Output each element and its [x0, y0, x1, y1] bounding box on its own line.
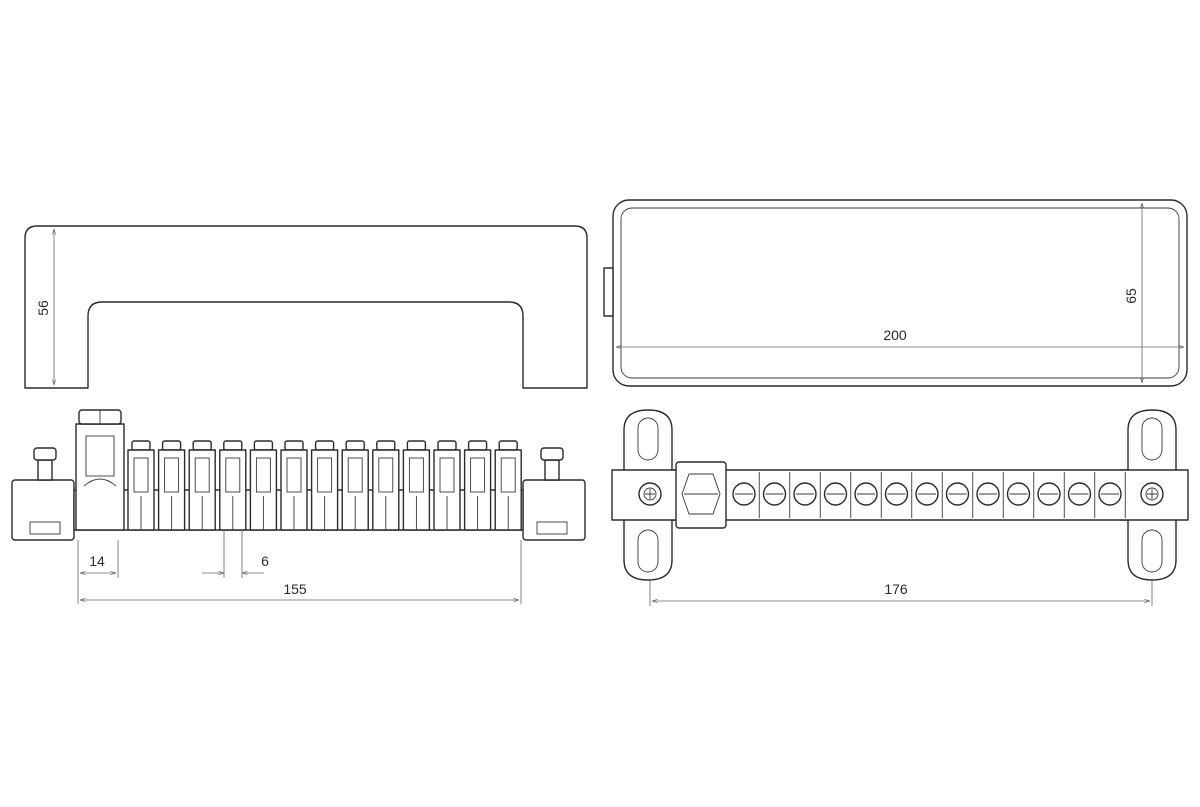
terminal-screw-head [131, 440, 151, 451]
top-terminal [945, 472, 974, 518]
cover-side-tab [603, 267, 614, 317]
cover-front-outline [24, 225, 588, 389]
left-mount-slot [29, 521, 61, 535]
cover-width-label: 65 [1123, 288, 1139, 304]
cover-height-label: 56 [35, 300, 51, 316]
top-terminal [1067, 472, 1096, 518]
right-foot-upper-slot [1141, 417, 1163, 461]
cover-length-label: 200 [883, 327, 907, 343]
main-clamp-frame [75, 423, 125, 531]
top-terminal [976, 472, 1004, 518]
top-terminal [884, 472, 913, 518]
terminal-window [317, 457, 333, 493]
front-terminal [188, 440, 216, 531]
bar-top-view: 176 [611, 409, 1189, 606]
right-foot-lower-slot [1141, 529, 1163, 573]
terminal-screw-head [498, 440, 518, 451]
left-phillips-cross [645, 489, 655, 499]
bar-length-label: 155 [283, 581, 307, 597]
terminal-screw-head [467, 440, 488, 451]
front-terminal [494, 440, 522, 531]
terminal-screw-head [192, 440, 212, 451]
cover-top-view: 200 65 [603, 199, 1188, 387]
front-terminal [341, 440, 369, 531]
top-terminal-group [732, 472, 1126, 518]
terminal-screw-head [161, 440, 182, 451]
terminal-window [408, 457, 424, 493]
right-phillips-cross [1147, 489, 1157, 499]
top-main-clamp [675, 461, 727, 529]
terminal-window [347, 457, 363, 493]
top-terminal [823, 472, 852, 518]
top-terminal [732, 472, 760, 518]
front-terminal [372, 440, 400, 531]
terminal-window [255, 457, 271, 493]
front-terminal [249, 440, 278, 531]
front-terminal [310, 440, 339, 531]
left-foot-upper-slot [637, 417, 659, 461]
terminal-screw-head [284, 440, 304, 451]
terminal-window [378, 457, 394, 493]
top-terminal [915, 472, 943, 518]
right-mount-screw-inner [1145, 487, 1159, 501]
terminal-window [225, 457, 241, 493]
terminal-window [194, 457, 210, 493]
top-main-clamp-hex [681, 473, 721, 515]
terminal-window [133, 457, 149, 493]
right-mount-screw-head [540, 447, 564, 461]
front-terminal [219, 440, 247, 531]
hole-spacing-label: 176 [884, 581, 908, 597]
front-terminal [463, 440, 492, 531]
terminal-window [470, 457, 486, 493]
front-terminal-group [127, 440, 522, 531]
terminal-screw-head [376, 440, 396, 451]
terminal-window [500, 457, 516, 493]
top-terminal [762, 472, 791, 518]
right-mount-screw-shank [544, 459, 560, 481]
front-terminal [280, 440, 308, 531]
top-terminal [854, 472, 882, 518]
left-mount-screw-head [33, 447, 57, 461]
cover-top-outline [612, 199, 1188, 387]
front-terminal [157, 440, 186, 531]
front-terminal [433, 440, 461, 531]
main-clamp-saddle [83, 478, 117, 487]
terminal-window [439, 457, 455, 493]
offset-label: 14 [89, 553, 105, 569]
bar-front-view: 14 6 155 [11, 409, 586, 604]
terminal-window [164, 457, 180, 493]
right-mount-slot [536, 521, 568, 535]
terminal-screw-head [223, 440, 243, 451]
top-terminal [1006, 472, 1035, 518]
front-terminal [402, 440, 431, 531]
top-terminal [1037, 472, 1065, 518]
terminal-screw-head [437, 440, 457, 451]
pitch-label: 6 [261, 553, 269, 569]
right-mount-block [522, 479, 586, 541]
top-terminal [1098, 472, 1126, 518]
cover-top-inner-edge [620, 207, 1180, 379]
left-foot-lower-slot [637, 529, 659, 573]
main-clamp-window [85, 435, 115, 477]
terminal-window [286, 457, 302, 493]
terminal-screw-head [406, 440, 427, 451]
terminal-screw-head [345, 440, 365, 451]
left-mount-screw-inner [643, 487, 657, 501]
terminal-screw-head [314, 440, 335, 451]
left-mount-screw-shank [37, 459, 53, 481]
terminal-screw-head [253, 440, 274, 451]
left-mount-block [11, 479, 75, 541]
cover-front-view: 56 [24, 225, 588, 389]
top-terminal [793, 472, 821, 518]
front-terminal [127, 440, 155, 531]
